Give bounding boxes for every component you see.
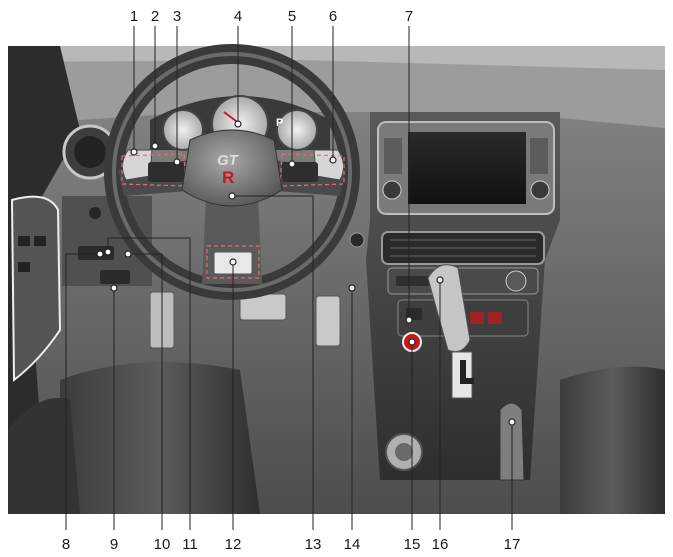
driver-seat xyxy=(60,362,260,514)
bottom-margin xyxy=(0,514,673,557)
dot-10 xyxy=(124,250,132,258)
callout-3: 3 xyxy=(173,8,181,25)
leader-8 xyxy=(65,253,98,530)
display-right-knob xyxy=(530,180,550,200)
vent-slats xyxy=(390,239,536,257)
dot-4 xyxy=(234,120,242,128)
climate-button-row xyxy=(396,276,440,286)
badge-gt: GT xyxy=(217,152,240,169)
badge-r: R xyxy=(222,168,234,187)
callout-17: 17 xyxy=(504,536,521,553)
p-indicator: P xyxy=(276,117,283,129)
steering-wheel-rim-highlight xyxy=(112,52,352,292)
callout-5: 5 xyxy=(288,8,296,25)
dot-5 xyxy=(288,160,296,168)
dot-8 xyxy=(96,250,104,258)
callout-8: 8 xyxy=(62,536,70,553)
dot-2 xyxy=(151,142,159,150)
left-paddle-shifter xyxy=(122,149,153,181)
accelerator-pedal xyxy=(315,295,341,347)
callout-1: 1 xyxy=(130,8,138,25)
dot-17 xyxy=(508,418,516,426)
callout-11: 11 xyxy=(182,536,198,553)
dot-6 xyxy=(329,156,337,164)
lower-left-knob xyxy=(89,207,101,219)
window-switch-2 xyxy=(34,236,46,246)
display-right-buttons xyxy=(530,138,548,174)
steering-hub xyxy=(181,129,283,207)
dot-11 xyxy=(104,248,112,256)
dot-16 xyxy=(436,276,444,284)
callout-14: 14 xyxy=(344,536,361,553)
left-spoke-switches xyxy=(148,162,184,182)
switch-b xyxy=(488,312,502,324)
left-air-vent-inner xyxy=(74,136,106,168)
display-left-knob xyxy=(382,180,402,200)
shift-gate-slot xyxy=(460,360,474,384)
leader-10 xyxy=(130,253,163,530)
callout-16: 16 xyxy=(432,536,449,553)
leader-lines xyxy=(65,26,513,530)
switch-a xyxy=(470,312,484,324)
callout-12: 12 xyxy=(225,536,242,553)
callout-6: 6 xyxy=(329,8,337,25)
dot-3 xyxy=(173,158,181,166)
right-spoke-switches xyxy=(282,162,318,182)
callout-15: 15 xyxy=(404,536,421,553)
dot-7 xyxy=(405,316,413,324)
window-switch-3 xyxy=(18,262,30,272)
callout-2: 2 xyxy=(151,8,159,25)
dot-13 xyxy=(228,192,236,200)
right-paddle-shifter xyxy=(313,149,344,181)
driver-seat-side xyxy=(8,398,80,514)
leader-11 xyxy=(107,237,191,530)
lower-left-switch xyxy=(78,246,114,260)
center-round-switch xyxy=(349,232,365,248)
shift-lever xyxy=(427,264,471,353)
callout-9: 9 xyxy=(110,536,118,553)
right-gauge xyxy=(276,109,318,151)
callout-7: 7 xyxy=(405,8,413,25)
controller-dial-inner xyxy=(395,443,413,461)
display-screen xyxy=(408,132,526,204)
windshield-shadow xyxy=(8,46,665,70)
callout-4: 4 xyxy=(234,8,242,25)
leader-13 xyxy=(234,195,314,530)
interior-illustration: P xyxy=(0,44,673,557)
dot-9 xyxy=(110,284,118,292)
leader-dots xyxy=(96,120,516,426)
callout-numbers: 1 2 3 4 5 6 7 8 9 10 11 12 13 14 15 16 1… xyxy=(62,8,521,553)
passenger-seat xyxy=(560,366,665,514)
display-left-buttons xyxy=(384,138,402,174)
callout-10: 10 xyxy=(154,536,171,553)
dot-12 xyxy=(229,258,237,266)
hood-release xyxy=(100,270,130,284)
climate-panel xyxy=(387,267,539,295)
window-switch-1 xyxy=(18,236,30,246)
dot-14 xyxy=(348,284,356,292)
callout-13: 13 xyxy=(305,536,322,553)
dot-15 xyxy=(408,338,416,346)
climate-temp-dial xyxy=(505,270,527,292)
dot-1 xyxy=(130,148,138,156)
